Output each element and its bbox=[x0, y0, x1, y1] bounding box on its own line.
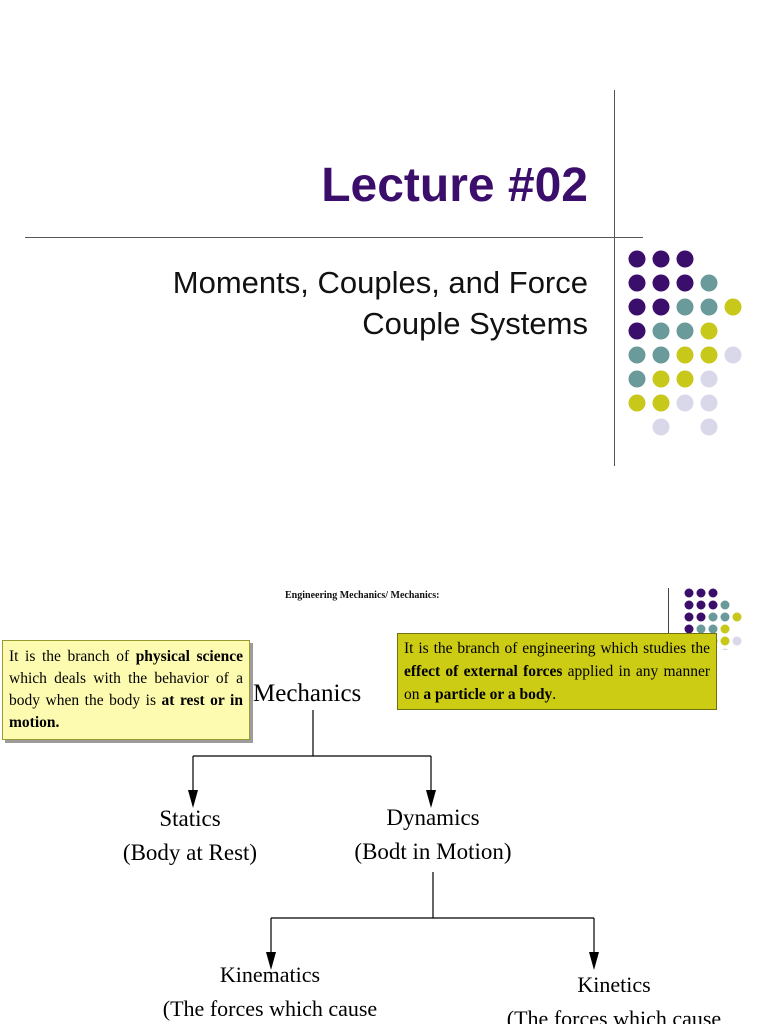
vertical-divider bbox=[614, 90, 615, 466]
engineering-bold: a particle or a body bbox=[423, 686, 553, 703]
dynamics-label: Dynamics bbox=[386, 805, 480, 830]
arrowhead bbox=[188, 790, 198, 808]
definition-bold: physical science bbox=[135, 648, 244, 665]
decorative-dot bbox=[628, 394, 646, 412]
decorative-dot bbox=[684, 624, 694, 634]
statics-description: (Body at Rest) bbox=[122, 840, 258, 865]
decorative-dot bbox=[720, 612, 730, 622]
decorative-dot bbox=[652, 322, 670, 340]
decorative-dot bbox=[700, 394, 718, 412]
kinematics-description: (The forces which cause bbox=[162, 996, 378, 1021]
decorative-dot bbox=[700, 346, 718, 364]
node-kinematics: Kinematics (The forces which cause bbox=[120, 958, 420, 1024]
decorative-dot bbox=[700, 322, 718, 340]
decorative-dot bbox=[676, 370, 694, 388]
decorative-dot bbox=[628, 298, 646, 316]
decorative-dot bbox=[652, 394, 670, 412]
decorative-dot bbox=[652, 370, 670, 388]
engineering-text: applied in any manner on bbox=[404, 663, 710, 703]
decorative-dot bbox=[696, 612, 706, 622]
decorative-dot bbox=[652, 274, 670, 292]
decorative-dot bbox=[724, 346, 742, 364]
decorative-dot bbox=[676, 298, 694, 316]
engineering-bold: effect of external forces bbox=[404, 663, 563, 680]
decorative-dot bbox=[676, 274, 694, 292]
definition-text: which deals with the behavior of a body … bbox=[9, 670, 243, 709]
decorative-dot bbox=[676, 250, 694, 268]
mechanics-definition-box: It is the branch of physical science whi… bbox=[2, 640, 250, 740]
decorative-dot bbox=[652, 346, 670, 364]
decorative-dot bbox=[732, 612, 742, 622]
engineering-text: It is the branch of engineering which st… bbox=[404, 640, 710, 657]
decorative-dot bbox=[708, 588, 718, 598]
decorative-dot bbox=[708, 612, 718, 622]
node-kinetics: Kinetics (The forces which cause bbox=[464, 968, 764, 1024]
definition-bold: at rest or in motion. bbox=[9, 692, 243, 731]
decorative-dot bbox=[708, 624, 718, 634]
arrowhead bbox=[426, 790, 436, 808]
node-mechanics: Mechanics bbox=[253, 680, 362, 707]
decorative-dot bbox=[628, 322, 646, 340]
decorative-dot bbox=[652, 250, 670, 268]
decorative-dot bbox=[684, 600, 694, 610]
arrowhead bbox=[589, 952, 599, 970]
decorative-dot bbox=[684, 612, 694, 622]
dynamics-description: (Bodt in Motion) bbox=[354, 839, 512, 864]
engineering-mechanics-box: It is the branch of engineering which st… bbox=[397, 633, 717, 710]
decorative-dot bbox=[696, 588, 706, 598]
decorative-dot bbox=[700, 370, 718, 388]
mechanics-tree-lines bbox=[188, 710, 599, 970]
mechanics-slide: Engineering Mechanics/ Mechanics: It is … bbox=[0, 560, 768, 1024]
decorative-dot bbox=[684, 588, 694, 598]
decorative-dot bbox=[628, 346, 646, 364]
lecture-title: Lecture #02 bbox=[321, 159, 588, 212]
lecture-subtitle: Moments, Couples, and Force Couple Syste… bbox=[172, 265, 588, 341]
decorative-dot bbox=[676, 346, 694, 364]
definition-text: It is the branch of bbox=[9, 648, 136, 665]
decorative-dot bbox=[700, 298, 718, 316]
decorative-dot bbox=[652, 298, 670, 316]
decorative-dot-grid bbox=[628, 250, 742, 436]
decorative-dot bbox=[628, 274, 646, 292]
title-slide: Lecture #02 Moments, Couples, and Force … bbox=[25, 90, 742, 466]
decorative-dot bbox=[708, 600, 718, 610]
decorative-dot bbox=[676, 394, 694, 412]
decorative-dot bbox=[628, 370, 646, 388]
decorative-dot bbox=[720, 624, 730, 634]
decorative-dot bbox=[732, 636, 742, 646]
horizontal-divider bbox=[25, 237, 643, 238]
arrowhead bbox=[266, 952, 276, 970]
node-statics: Statics (Body at Rest) bbox=[100, 802, 280, 870]
decorative-dot bbox=[700, 274, 718, 292]
decorative-dot bbox=[724, 298, 742, 316]
decorative-dot bbox=[676, 322, 694, 340]
decorative-dot bbox=[700, 418, 718, 436]
kinematics-label: Kinematics bbox=[219, 962, 321, 987]
kinetics-description: (The forces which cause bbox=[506, 1006, 722, 1024]
engineering-text: . bbox=[552, 686, 557, 703]
decorative-dot bbox=[696, 600, 706, 610]
kinetics-label: Kinetics bbox=[577, 972, 651, 997]
statics-label: Statics bbox=[159, 806, 221, 831]
node-dynamics: Dynamics (Bodt in Motion) bbox=[328, 801, 538, 869]
decorative-dot bbox=[720, 600, 730, 610]
decorative-dot bbox=[696, 624, 706, 634]
decorative-dot bbox=[720, 636, 730, 646]
decorative-dot bbox=[628, 250, 646, 268]
vertical-divider bbox=[668, 588, 669, 638]
slide-heading: Engineering Mechanics/ Mechanics: bbox=[285, 590, 440, 601]
decorative-dot bbox=[721, 648, 729, 650]
decorative-dot bbox=[652, 418, 670, 436]
